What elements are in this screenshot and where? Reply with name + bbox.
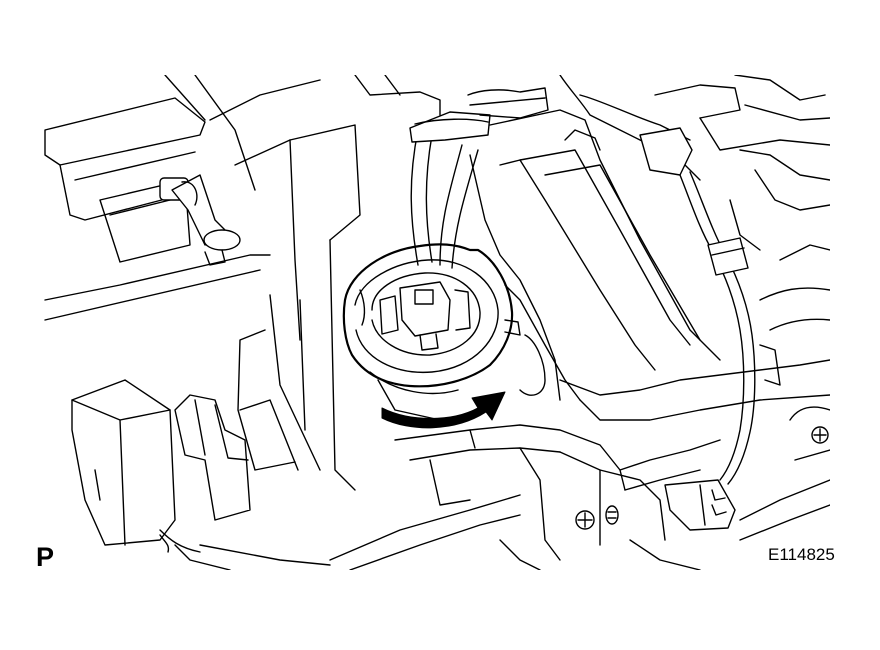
socket-wires (409, 87, 549, 269)
figure-id-label: E114825 (768, 545, 835, 564)
bulb-socket (342, 243, 521, 421)
bottom-rails (159, 479, 830, 570)
mounting-clip (159, 174, 241, 266)
right-side-mount (759, 244, 830, 461)
clockwise-arrow (381, 391, 506, 429)
center-wall (209, 79, 361, 491)
lower-left-connector (71, 379, 299, 553)
lamp-housing (469, 109, 830, 421)
right-harness (664, 171, 756, 531)
corner-marker-label: P (36, 542, 55, 572)
upper-right-structure (354, 75, 830, 251)
bottom-bracket (394, 424, 721, 561)
upper-left-bracket (44, 75, 271, 321)
